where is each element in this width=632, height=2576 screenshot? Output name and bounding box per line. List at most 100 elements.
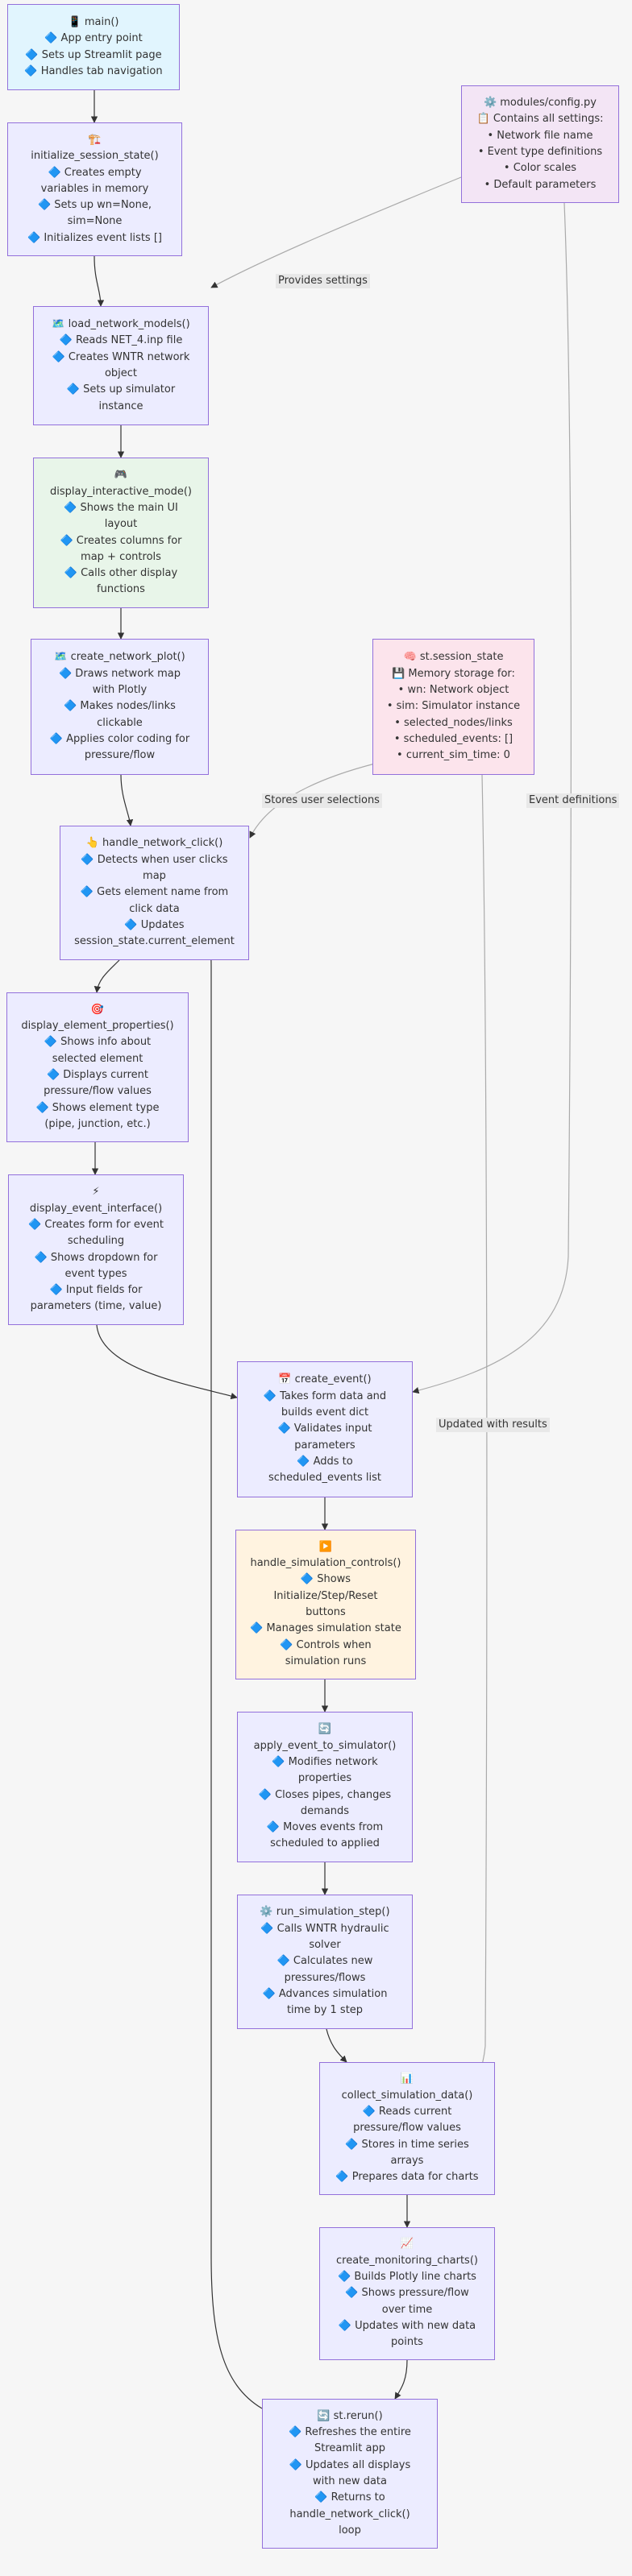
node-line: 🔷 Returns to [314, 2491, 385, 2504]
node-line: 🔷 Creates WNTR network [52, 350, 190, 363]
edge-iface-to-create [96, 1324, 238, 1400]
node-line: 🔷 Updates with new data [338, 2319, 476, 2332]
node-line: 🔷 Applies color coding for [49, 732, 190, 745]
node-line: 📋 Contains all settings: [476, 113, 604, 126]
node-line: 🔷 Sets up Streamlit page [25, 48, 162, 61]
edge-label-provides-settings: Provides settings [276, 274, 370, 288]
node-line: 🔷 Sets up simulator [66, 383, 176, 396]
node-line: • Color scales [503, 162, 577, 175]
node-line: 🔷 Shows [300, 1573, 351, 1586]
node-line: 🔷 Shows dropdown for [34, 1251, 158, 1264]
node-line: pressure/flow [84, 749, 156, 762]
node-line: 🔷 Shows info about [44, 1036, 152, 1049]
node-line: 🗺️ create_network_plot() [54, 651, 185, 664]
node-line: properties [297, 1772, 352, 1785]
node-line: 🔷 Controls when [280, 1638, 372, 1651]
node-line: 🔷 Reads current [362, 2106, 452, 2118]
node-line: 🔷 Advances simulation [262, 1987, 388, 2000]
node-line: handle_network_click() [289, 2508, 410, 2520]
edge-run-to-collect [326, 2028, 347, 2063]
node-create-network-plot-text: 🗺️ create_network_plot()🔷 Draws network … [50, 649, 189, 764]
node-handle-network-click: 👆 handle_network_click()🔷 Detects when u… [60, 826, 249, 960]
node-collect-simulation-data: 📊collect_simulation_data()🔷 Reads curren… [319, 2062, 495, 2195]
node-line: selected element [52, 1052, 143, 1065]
node-line: pressure/flow values [353, 2122, 461, 2135]
node-line: pressure/flow values [44, 1085, 152, 1098]
node-line: 🔷 Calls other display [64, 567, 178, 580]
node-line: 🔷 Modifies network [272, 1755, 378, 1768]
node-line: event types [64, 1267, 127, 1280]
node-line: builds event dict [281, 1406, 369, 1419]
node-line: create_monitoring_charts() [336, 2254, 478, 2267]
node-line: 🎯 [90, 1003, 105, 1016]
node-line: • sim: Simulator instance [386, 700, 521, 713]
edge-plot-to-click [120, 774, 134, 826]
node-initialize-session-state: 🏗️initialize_session_state()🔷 Creates em… [7, 122, 182, 256]
node-line: object [104, 367, 138, 379]
node-line: 🔷 Handles tab navigation [24, 64, 163, 77]
node-line: scheduled_events list [268, 1472, 382, 1485]
node-line: 🔷 Shows the main UI [64, 501, 178, 514]
node-line: 💾 Memory storage for: [392, 667, 515, 680]
node-display-interactive-mode-text: 🎮display_interactive_mode()🔷 Shows the m… [50, 467, 192, 598]
node-config: ⚙️ modules/config.py📋 Contains all setti… [461, 85, 619, 203]
node-line: 🔷 Calls WNTR hydraulic [260, 1922, 389, 1935]
node-line: 🔷 Creates empty [48, 166, 142, 179]
node-line: 🎮 [114, 469, 128, 482]
node-line: display_event_interface() [29, 1202, 163, 1215]
node-run-simulation-step-text: ⚙️ run_simulation_step() 🔷 Calls WNTR hyd… [260, 1904, 389, 2019]
node-line: 🏗️ [88, 133, 102, 146]
node-display-event-interface: ⚡display_event_interface()🔷 Creates form… [8, 1174, 184, 1325]
node-config-text: ⚙️ modules/config.py📋 Contains all setti… [477, 95, 604, 193]
node-line: 👆 handle_network_click() [85, 837, 223, 850]
node-main-text: 📱 main() 🔷 App entry point 🔷 Sets up Strea… [24, 14, 162, 80]
edge-config-to-create [412, 202, 572, 1394]
node-line: 🔷 Gets element name from [80, 886, 229, 899]
edge-label-stores-user-selections: Stores user selections [262, 793, 382, 808]
node-line: ⚙️ run_simulation_step() [260, 1906, 390, 1919]
node-line: (pipe, junction, etc.) [44, 1117, 151, 1130]
node-apply-event-to-simulator: 🔄apply_event_to_simulator()🔷 Modifies ne… [237, 1712, 413, 1862]
node-line: demands [300, 1804, 350, 1817]
node-line: 🔷 Calculates new [276, 1955, 373, 1968]
node-line: map [143, 870, 166, 883]
node-line: pressures/flows [284, 1971, 366, 1984]
node-line: parameters (time, value) [30, 1300, 162, 1313]
node-line: Streamlit app [314, 2442, 385, 2455]
node-handle-network-click-text: 👆 handle_network_click()🔷 Detects when u… [74, 835, 235, 950]
edge-label-event-definitions: Event definitions [526, 793, 620, 808]
node-line: 🔷 Refreshes the entire [289, 2426, 411, 2439]
node-line: • Event type definitions [477, 146, 603, 158]
node-line: 🔷 App entry point [44, 32, 143, 45]
node-line: with new data [312, 2475, 387, 2487]
node-load-network-models: 🗺️ load_network_models()🔷 Reads NET_4.in… [33, 306, 209, 425]
node-line: 🔷 Stores in time series [345, 2138, 469, 2151]
node-line: scheduled to applied [270, 1837, 380, 1850]
node-line: • wn: Network object [397, 684, 509, 697]
node-line: 🔷 Initializes event lists [] [27, 231, 162, 244]
node-line: click data [129, 902, 180, 915]
node-line: Initialize/Step/Reset [273, 1589, 378, 1602]
node-line: solver [309, 1939, 341, 1952]
node-line: 🔷 Builds Plotly line charts [338, 2271, 476, 2284]
node-line: 📱 main() [68, 15, 119, 28]
node-line: ▶️ [318, 1540, 333, 1553]
node-line: • Default parameters [484, 178, 597, 191]
node-line: with Plotly [92, 684, 148, 697]
node-line: 🧠 st.session_state [403, 651, 504, 664]
node-collect-simulation-data-text: 📊collect_simulation_data()🔷 Reads curren… [335, 2071, 478, 2185]
node-line: sim=None [67, 215, 123, 228]
node-line: simulation runs [285, 1655, 367, 1667]
node-line: variables in memory [40, 182, 149, 195]
edge-label-updated-with-results: Updated with results [436, 1418, 550, 1432]
node-line: 🔷 Prepares data for charts [335, 2171, 479, 2184]
node-session-state: 🧠 st.session_state 💾 Memory storage for: •… [372, 639, 534, 775]
node-line: • current_sim_time: 0 [397, 749, 510, 762]
node-line: 📅 create_event() [278, 1373, 372, 1386]
node-line: 🔷 Sets up wn=None, [37, 199, 152, 212]
node-display-interactive-mode: 🎮display_interactive_mode()🔷 Shows the m… [33, 458, 209, 608]
